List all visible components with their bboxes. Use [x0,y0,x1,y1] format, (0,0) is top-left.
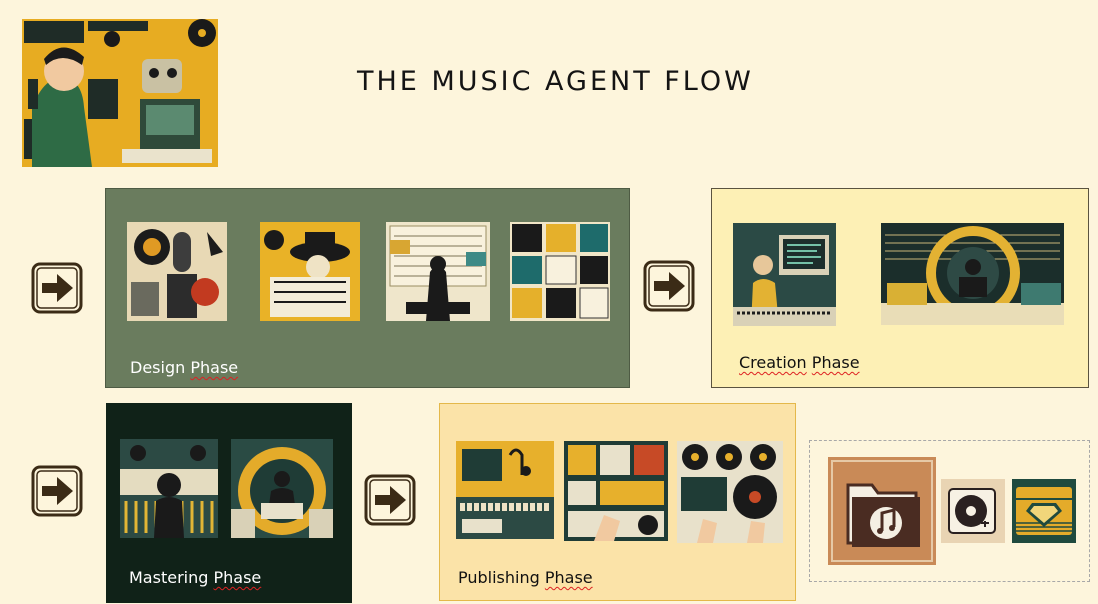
publishing-phase-panel: Publishing Phase [439,403,796,601]
mastering-phase-panel: Mastering Phase [106,403,352,603]
mastering-thumbnail-1 [120,439,218,538]
creation-thumbnail-1 [733,223,836,326]
music-folder-icon [828,457,936,565]
creation-phase-label: Creation Phase [739,353,860,372]
creation-thumbnail-2 [881,223,1064,325]
right-arrow-icon [364,474,416,526]
publishing-phase-label: Publishing Phase [458,568,593,587]
outputs-panel [809,440,1090,582]
creation-phase-panel: Creation Phase [711,188,1089,388]
design-thumbnail-1 [127,222,227,321]
publishing-thumbnail-1 [456,441,554,539]
design-thumbnail-3 [386,222,490,321]
publishing-thumbnail-3 [677,441,783,543]
right-arrow-icon [643,260,695,312]
design-phase-panel: Design Phase [105,188,630,388]
page-title: THE MUSIC AGENT FLOW [357,66,754,97]
design-thumbnail-4 [510,222,610,321]
right-arrow-icon [31,262,83,314]
vinyl-record-icon [941,479,1005,543]
design-phase-label: Design Phase [130,358,239,377]
gem-folder-icon [1012,479,1076,543]
design-thumbnail-2 [260,222,360,321]
mastering-thumbnail-2 [231,439,333,538]
hero-illustration [22,19,218,167]
right-arrow-icon [31,465,83,517]
mastering-phase-label: Mastering Phase [129,568,262,587]
publishing-thumbnail-2 [564,441,668,541]
